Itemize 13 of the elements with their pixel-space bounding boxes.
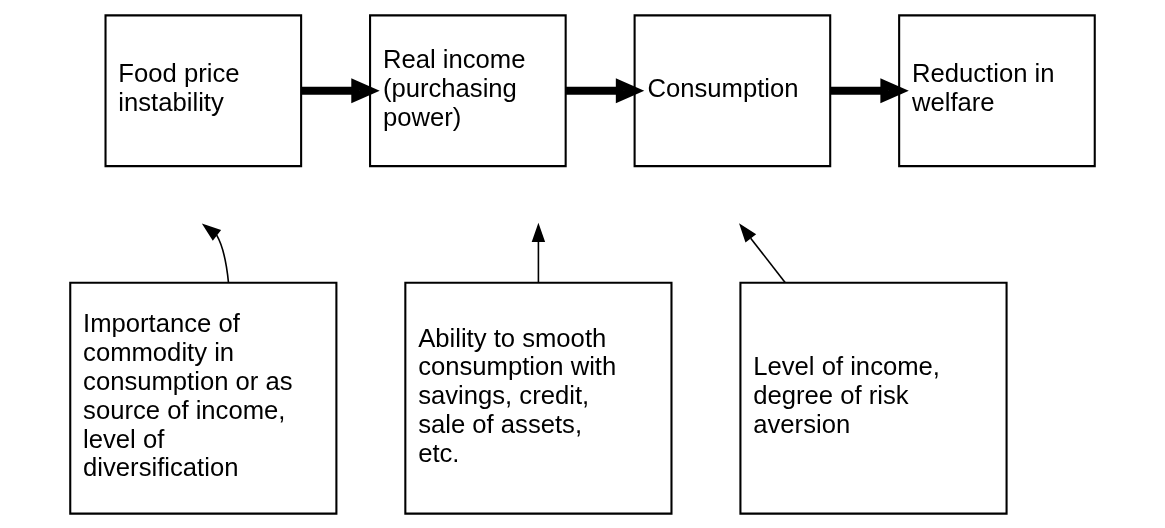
arrow: [566, 77, 645, 103]
arrow: [531, 222, 546, 283]
node-box: Consumption: [633, 13, 832, 167]
node-box: Level of income, degree of risk aversion: [739, 281, 1008, 515]
arrow: [301, 77, 380, 103]
node-box: Real income (purchasing power): [369, 13, 567, 167]
arrow: [201, 223, 230, 283]
arrow: [739, 222, 786, 283]
node-box: Reduction in welfare: [898, 13, 1096, 167]
node-box: Importance of commodity in consumption or as source of income, level of diversification: [69, 281, 338, 515]
node-box: Food price instability: [104, 13, 303, 167]
arrow: [830, 77, 909, 103]
node-box: Ability to smooth consumption with savings, credit, sale of assets, etc.: [404, 281, 673, 515]
